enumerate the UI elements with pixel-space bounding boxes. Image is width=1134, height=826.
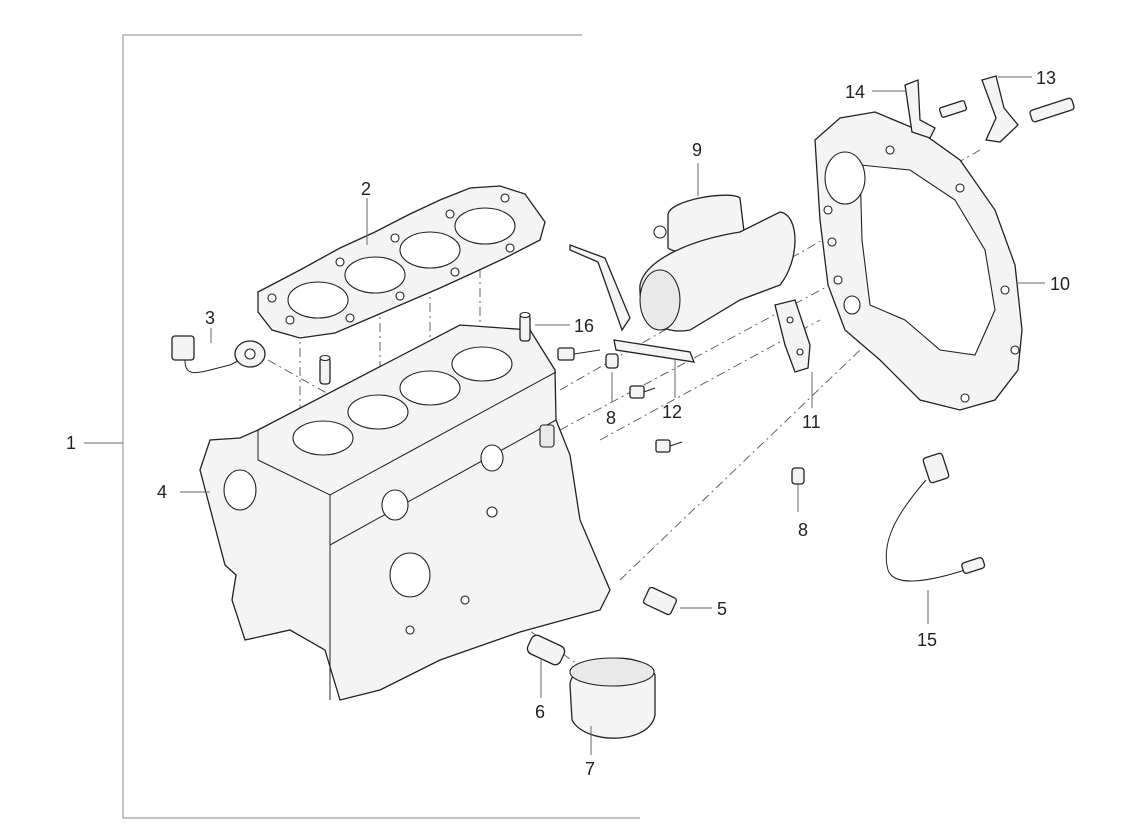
callout-13: 13 — [1036, 68, 1056, 88]
callout-11: 11 — [802, 412, 821, 432]
callout-8a: 8 — [606, 408, 616, 428]
knock-sensor — [171, 328, 266, 374]
upper-brackets — [872, 75, 1075, 143]
starter-brackets — [557, 244, 696, 453]
leader-lines — [180, 198, 368, 493]
callout-2: 2 — [361, 179, 371, 199]
callout-4: 4 — [157, 482, 167, 502]
callout-8b: 8 — [798, 520, 808, 540]
oil-filter-adapter — [526, 634, 566, 698]
callout-6: 6 — [535, 702, 545, 722]
callout-14: 14 — [845, 82, 865, 102]
housing-plate — [814, 111, 1045, 411]
callout-5: 5 — [717, 599, 727, 619]
head-gasket — [257, 185, 546, 339]
callout-3: 3 — [205, 308, 215, 328]
cylinder-block — [199, 324, 611, 701]
callout-16: 16 — [574, 316, 594, 336]
sensor-lead — [885, 452, 986, 624]
callout-15: 15 — [917, 630, 937, 650]
oil-filter — [569, 657, 656, 755]
oil-pressure-switch — [642, 586, 712, 616]
lifting-bracket — [774, 299, 813, 408]
callout-10: 10 — [1050, 274, 1070, 294]
callout-labels: 1 2 3 4 5 6 7 8 8 9 10 11 12 13 14 15 16 — [66, 68, 1070, 779]
dowel-sleeve — [791, 467, 805, 512]
dowel-pins — [319, 311, 570, 385]
callout-7: 7 — [585, 759, 595, 779]
starter-motor — [639, 163, 796, 332]
callout-1: 1 — [66, 433, 76, 453]
assembly-frame — [84, 34, 640, 819]
callout-12: 12 — [662, 402, 682, 422]
callout-9: 9 — [692, 140, 702, 160]
